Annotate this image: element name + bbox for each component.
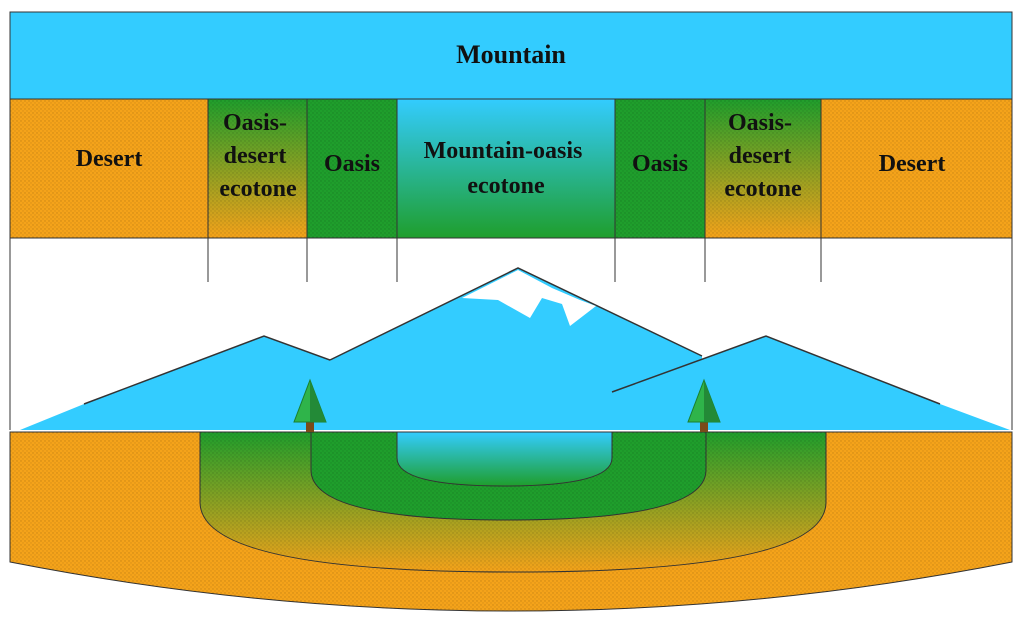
zone-mountain-oasis-ecotone (396, 98, 616, 239)
ecotone-right-label: Oasis- desert ecotone (724, 110, 802, 202)
tree-icon (687, 378, 721, 432)
mountain-oasis-ecotone-label: Mountain-oasis ecotone (424, 138, 589, 199)
desert-right-label: Desert (879, 151, 946, 177)
mountain-label: Mountain (456, 40, 566, 69)
ecotone-left-label: Oasis- desert ecotone (219, 110, 297, 202)
tree-icon (293, 378, 327, 432)
connector-ticks (207, 238, 822, 282)
oasis-right-label: Oasis (632, 151, 688, 177)
desert-left-label: Desert (76, 146, 143, 172)
mountain-band (9, 11, 1013, 100)
center-mountain (330, 268, 702, 430)
snow-cap-icon (462, 270, 596, 326)
oasis-left-label: Oasis (324, 151, 380, 177)
mountain-ecotone-bowl (396, 431, 613, 487)
